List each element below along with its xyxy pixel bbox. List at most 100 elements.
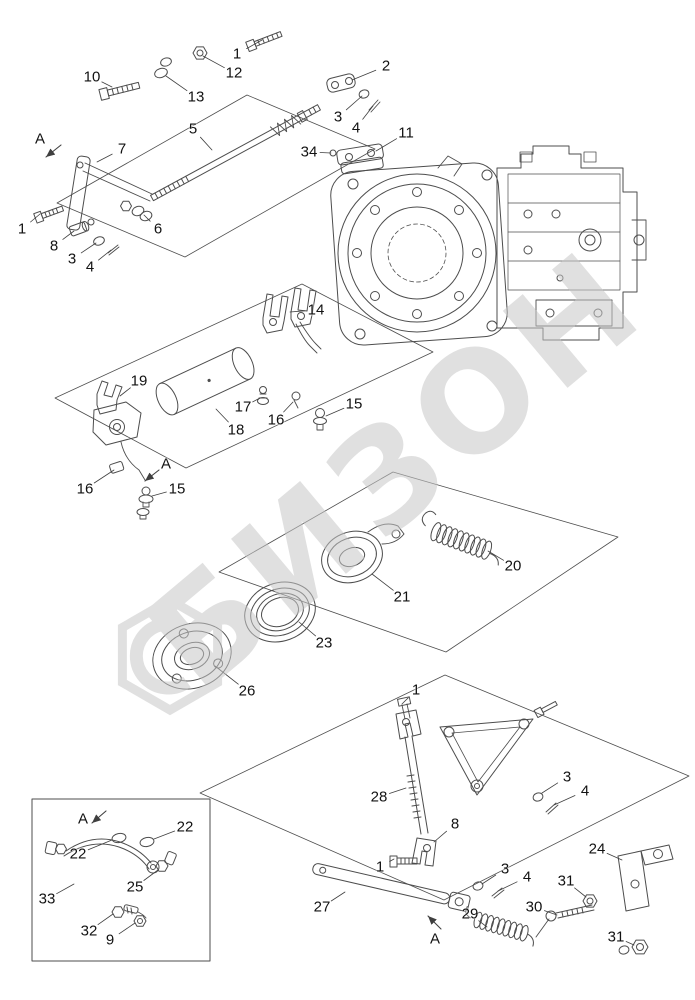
- callout-label: 1: [375, 858, 385, 876]
- leader-line: [388, 787, 407, 794]
- leader-line: [362, 105, 374, 120]
- leader-line: [252, 397, 261, 403]
- callout-label: 3: [500, 860, 510, 878]
- callout-label: 11: [398, 124, 414, 142]
- leader-line: [215, 408, 229, 423]
- callout-label: 1: [232, 45, 242, 63]
- leader-line: [93, 469, 115, 484]
- leader-line: [371, 573, 394, 591]
- callout-label: 31: [607, 928, 625, 946]
- leader-line: [202, 55, 225, 69]
- callout-label: 31: [557, 872, 575, 890]
- leader-line: [97, 913, 114, 925]
- callout-label: 4: [351, 119, 361, 137]
- callout-label: 14: [307, 301, 325, 319]
- callout-label: 2: [381, 57, 391, 75]
- leader-line: [389, 858, 395, 862]
- leader-line: [481, 874, 497, 885]
- leader-line: [151, 491, 167, 497]
- lever: [312, 863, 471, 912]
- callout-label: 33: [38, 890, 56, 908]
- leader-line: [56, 883, 75, 895]
- callout-label: A: [160, 455, 172, 473]
- bolt: [33, 205, 65, 224]
- callout-label: 23: [315, 634, 333, 652]
- leader-line: [153, 830, 176, 840]
- callout-label: 6: [153, 220, 163, 238]
- leader-line: [118, 922, 136, 935]
- leader-line: [319, 152, 332, 154]
- leader-line: [143, 214, 151, 222]
- callout-label: 17: [234, 398, 252, 416]
- callout-label: 3: [333, 108, 343, 126]
- callout-label: 8: [49, 237, 59, 255]
- callout-label: 22: [176, 818, 194, 836]
- clutch-housing: [330, 155, 508, 346]
- leader-line: [246, 39, 263, 49]
- bolt: [98, 81, 141, 101]
- leader-line: [345, 95, 363, 111]
- section-view-arrow: [427, 915, 442, 930]
- spring: [465, 906, 534, 947]
- leader-line: [497, 881, 518, 892]
- callout-label: 1: [411, 681, 421, 699]
- leader-line: [574, 887, 587, 898]
- callout-label: 29: [461, 905, 479, 923]
- leader-line: [375, 138, 398, 152]
- bottom-linkage: [312, 696, 674, 955]
- leader-lines: [30, 39, 635, 946]
- callout-label: 1: [17, 220, 27, 238]
- callout-label: 8: [450, 815, 460, 833]
- section-view-arrow: [91, 810, 107, 824]
- leader-line: [30, 213, 41, 223]
- callout-label: 24: [588, 840, 606, 858]
- callout-label: 21: [393, 588, 411, 606]
- leader-line: [330, 891, 346, 902]
- leader-line: [289, 310, 306, 313]
- inset-box-group: [31, 798, 211, 962]
- callout-label: 22: [69, 845, 87, 863]
- section-view-arrow: [45, 144, 62, 158]
- callout-label: 25: [126, 878, 144, 896]
- leader-line: [62, 230, 75, 240]
- callout-label: 9: [105, 931, 115, 949]
- callout-label: 26: [238, 682, 256, 700]
- group-outlines: [54, 94, 690, 901]
- leader-line: [143, 869, 159, 881]
- leader-line: [80, 242, 97, 254]
- callout-label: 4: [85, 258, 95, 276]
- callout-label: 27: [313, 898, 331, 916]
- leader-line: [478, 920, 488, 928]
- callout-label: 16: [267, 411, 285, 429]
- leader-line: [96, 153, 113, 163]
- section-view-arrow: [144, 469, 160, 482]
- gearbox-block: [496, 145, 647, 341]
- callout-label: A: [77, 810, 89, 828]
- callout-label: 4: [522, 868, 532, 886]
- leader-line: [98, 249, 112, 261]
- callout-label: 3: [562, 768, 572, 786]
- leader-line: [541, 782, 559, 794]
- leader-line: [401, 697, 409, 705]
- callout-label: 3: [67, 250, 77, 268]
- leader-line: [283, 401, 294, 413]
- leader-line: [119, 387, 131, 397]
- leader-line: [298, 621, 317, 637]
- callout-label: 30: [525, 898, 543, 916]
- leader-line: [351, 69, 377, 81]
- callout-label: 34: [300, 143, 318, 161]
- callout-label: 32: [80, 922, 98, 940]
- spring: [421, 510, 499, 566]
- callout-label: 16: [76, 480, 94, 498]
- callout-label: 5: [188, 120, 198, 138]
- callout-label: 4: [580, 782, 590, 800]
- leader-line: [433, 830, 448, 843]
- leader-line: [553, 795, 576, 806]
- leader-line: [625, 941, 635, 946]
- fork-cylinder-group: [92, 287, 327, 520]
- inset-box: [31, 798, 211, 962]
